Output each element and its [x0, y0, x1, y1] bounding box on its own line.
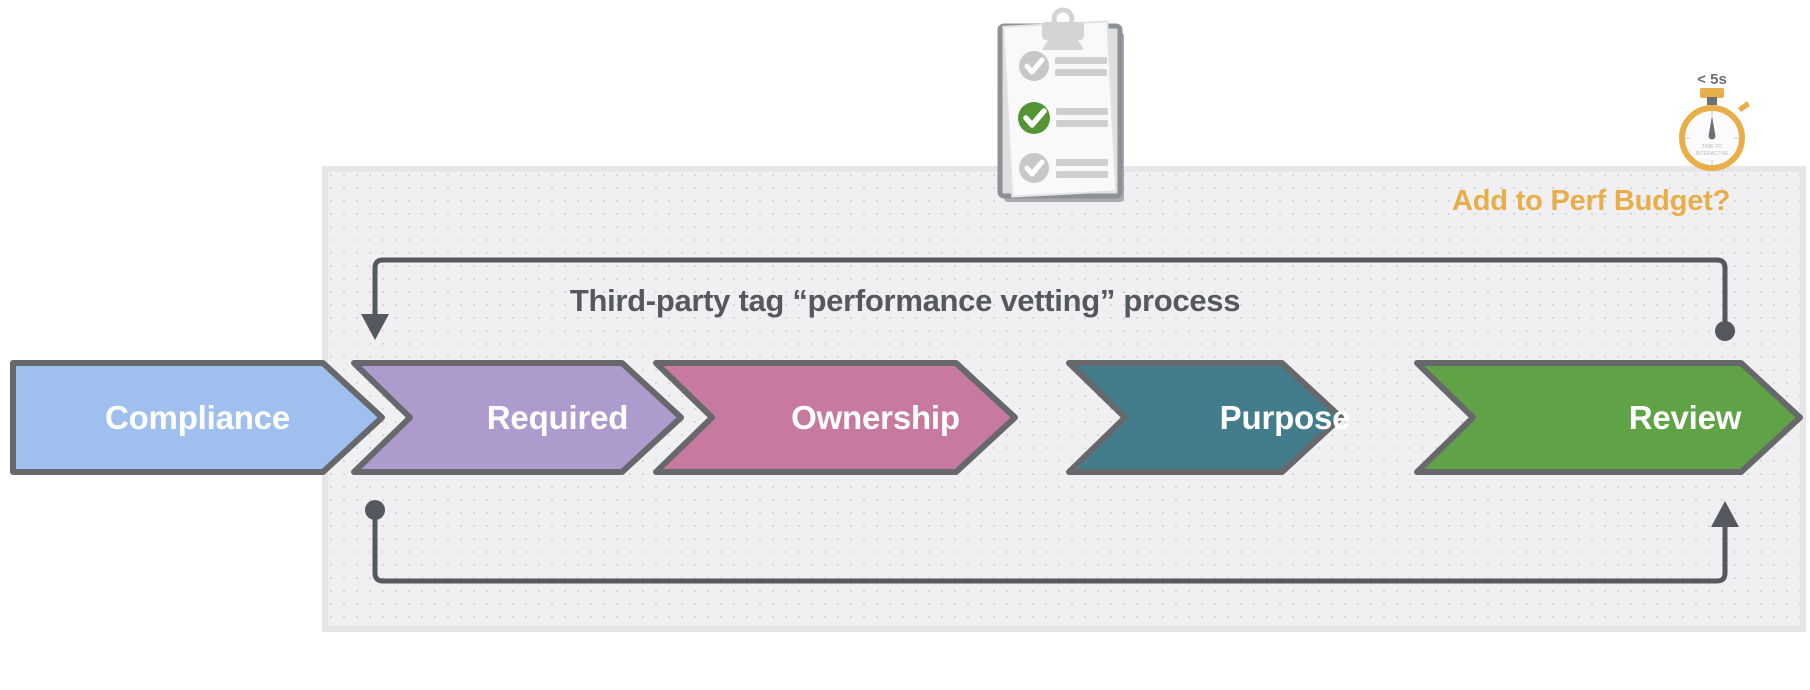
- process-flow: Compliance Required Ownership Purpose Re…: [0, 355, 1810, 480]
- stopwatch-icon: < 5s TIME-TO INTERACTIVE: [1662, 68, 1762, 178]
- flow-stage-purpose[interactable]: Purpose: [985, 355, 1351, 480]
- flow-stage-compliance[interactable]: Compliance: [10, 355, 385, 480]
- chevron-shape-compliance: [10, 360, 385, 475]
- chevron-shape-required: [351, 360, 684, 475]
- clipboard-checklist-icon: [990, 4, 1136, 222]
- flow-stage-ownership[interactable]: Ownership: [652, 355, 1019, 480]
- process-title: Third-party tag “performance vetting” pr…: [569, 283, 1241, 318]
- stopwatch-face-line2: INTERACTIVE: [1695, 151, 1729, 157]
- perf-budget-heading: Add to Perf Budget?: [1452, 185, 1731, 217]
- chevron-shape-purpose: [1066, 360, 1344, 475]
- flow-stage-required[interactable]: Required: [350, 355, 685, 480]
- stopwatch-face-line1: TIME-TO: [1702, 144, 1723, 150]
- stopwatch-label: < 5s: [1697, 71, 1727, 88]
- chevron-shape-review: [1414, 360, 1803, 475]
- flow-stage-review[interactable]: Review: [1345, 355, 1805, 480]
- chevron-shape-ownership: [653, 360, 1018, 475]
